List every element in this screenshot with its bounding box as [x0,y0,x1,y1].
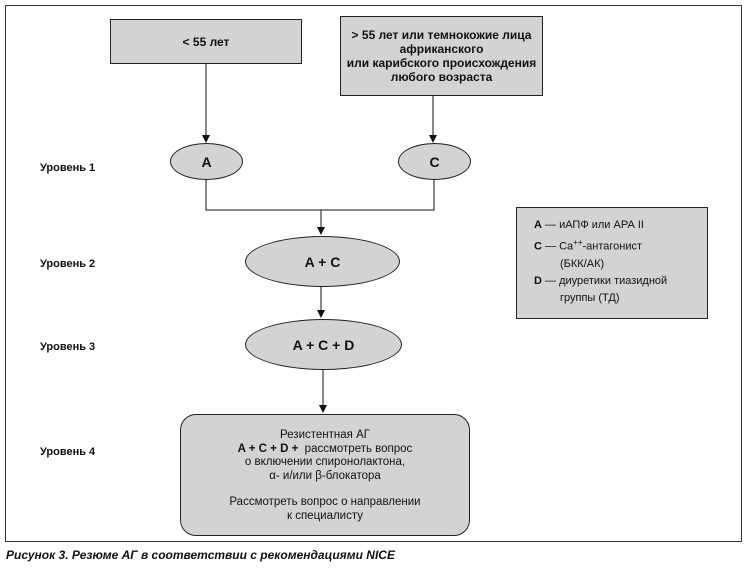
legend-key-a: A [534,219,542,231]
legend-key-c: C [534,240,542,253]
resistant-line4: Рассмотреть вопрос о направлении [229,496,421,508]
resistant-line1: A + C + D + рассмотреть вопрос [181,443,469,457]
level-4-label: Уровень 4 [40,446,96,458]
level-1-label: Уровень 1 [40,162,96,174]
resistant-line2: о включении спиронолактона, [244,456,406,468]
resistant-line3: α- и/или β-блокатора [269,469,381,482]
legend-row-c: C — Ca++-антагонист [534,234,707,256]
node-a-plus-c-label: A + C [304,253,341,270]
node-a-label: A [201,153,212,170]
legend-text-a: — иАПФ или АРА II [541,219,644,231]
level-2-label: Уровень 2 [40,258,96,270]
box-under-55-label: < 55 лет [182,34,230,49]
legend-text-c-pre: — Ca [541,240,574,253]
box-under-55: < 55 лет [110,19,302,64]
legend-text-d2: группы (ТД) [560,291,620,304]
box-over-55-line1: > 55 лет или темнокожие лица [351,28,532,42]
legend-key-d: D [534,274,542,287]
legend-row-d: D — диуретики тиазидной [534,273,707,290]
resistant-line5: к специалисту [286,509,364,522]
level-3-label: Уровень 3 [40,341,96,353]
node-c-label: C [429,153,440,170]
node-a-plus-c-plus-d: A + C + D [245,319,402,370]
legend-row-a: A — иАПФ или АРА II [534,217,707,234]
legend-text-c-sup: ++ [573,238,583,247]
node-a: A [170,143,243,180]
resistant-line1-rest: рассмотреть вопрос [298,442,413,455]
legend-box: A — иАПФ или АРА II C — Ca++-антагонист … [516,207,708,319]
join-a-c [205,178,435,211]
legend-text-d: — диуретики тиазидной [541,274,668,287]
resistant-line1-bold: A + C + D + [237,442,299,455]
box-over-55-line3: или карибского происхождения [346,56,537,70]
box-over-55-line4: любого возраста [390,70,493,84]
node-c: C [398,143,471,180]
legend-text-c2: (БКК/АК) [560,257,605,270]
node-a-plus-c-plus-d-label: A + C + D [292,336,355,353]
resistant-title: Резистентная АГ [280,429,370,441]
box-over-55-line2: африканского [399,42,484,56]
box-over-55: > 55 лет или темнокожие лица африканског… [340,16,543,96]
node-a-plus-c: A + C [245,236,400,287]
legend-text-c-post: -антагонист [582,240,643,253]
figure-caption: Рисунок 3. Резюме АГ в соответствии с ре… [6,548,395,562]
resistant-box: Резистентная АГ A + C + D + рассмотреть … [180,414,470,536]
